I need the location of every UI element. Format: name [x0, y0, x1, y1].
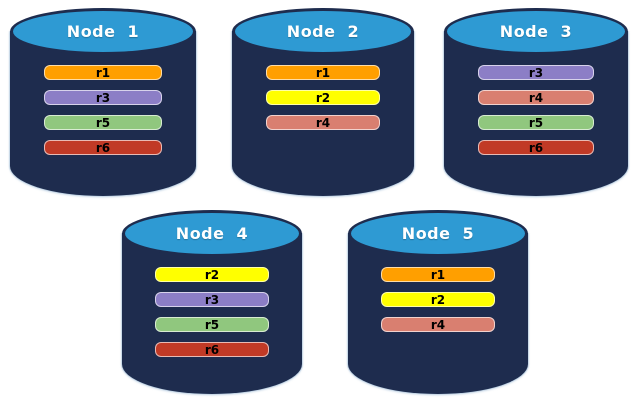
cylinder-body	[232, 31, 414, 196]
replica-bar: r1	[381, 267, 495, 282]
cylinder-top: Node 2	[232, 8, 414, 55]
replica-list: r1 r3 r5 r6	[10, 65, 196, 155]
replica-bar: r4	[478, 90, 594, 105]
replica-bar: r2	[155, 267, 269, 282]
cylinder-top: Node 3	[444, 8, 628, 55]
replica-bar: r4	[265, 115, 381, 130]
cylinder-top: Node 1	[10, 8, 196, 55]
node-label: Node 5	[401, 224, 475, 243]
replica-list: r1 r2 r4	[348, 267, 528, 332]
replica-bar: r5	[155, 317, 269, 332]
replica-bar: r6	[155, 342, 269, 357]
cylinder-body	[444, 31, 628, 196]
replica-bar: r1	[44, 65, 162, 80]
node-label: Node 3	[499, 22, 573, 41]
cylinder-top: Node 4	[122, 210, 302, 257]
node-label: Node 1	[66, 22, 140, 41]
replica-bar: r2	[265, 90, 381, 105]
replica-bar: r3	[478, 65, 594, 80]
cylinder-body	[348, 233, 528, 394]
node-5-cylinder: Node 5 r1 r2 r4	[348, 210, 528, 394]
node-4-cylinder: Node 4 r2 r3 r5 r6	[122, 210, 302, 394]
replica-list: r3 r4 r5 r6	[444, 65, 628, 155]
replica-bar: r5	[44, 115, 162, 130]
node-label: Node 2	[286, 22, 360, 41]
cylinder-body	[122, 233, 302, 394]
replica-list: r1 r2 r4	[232, 65, 414, 130]
replica-bar: r1	[265, 65, 381, 80]
replica-bar: r3	[155, 292, 269, 307]
replica-bar: r6	[478, 140, 594, 155]
replica-bar: r5	[478, 115, 594, 130]
cylinder-top: Node 5	[348, 210, 528, 257]
node-3-cylinder: Node 3 r3 r4 r5 r6	[444, 8, 628, 196]
node-2-cylinder: Node 2 r1 r2 r4	[232, 8, 414, 196]
cylinder-body	[10, 31, 196, 196]
replica-bar: r6	[44, 140, 162, 155]
replica-list: r2 r3 r5 r6	[122, 267, 302, 357]
node-1-cylinder: Node 1 r1 r3 r5 r6	[10, 8, 196, 196]
node-label: Node 4	[175, 224, 249, 243]
replica-bar: r4	[381, 317, 495, 332]
replica-bar: r3	[44, 90, 162, 105]
replica-bar: r2	[381, 292, 495, 307]
